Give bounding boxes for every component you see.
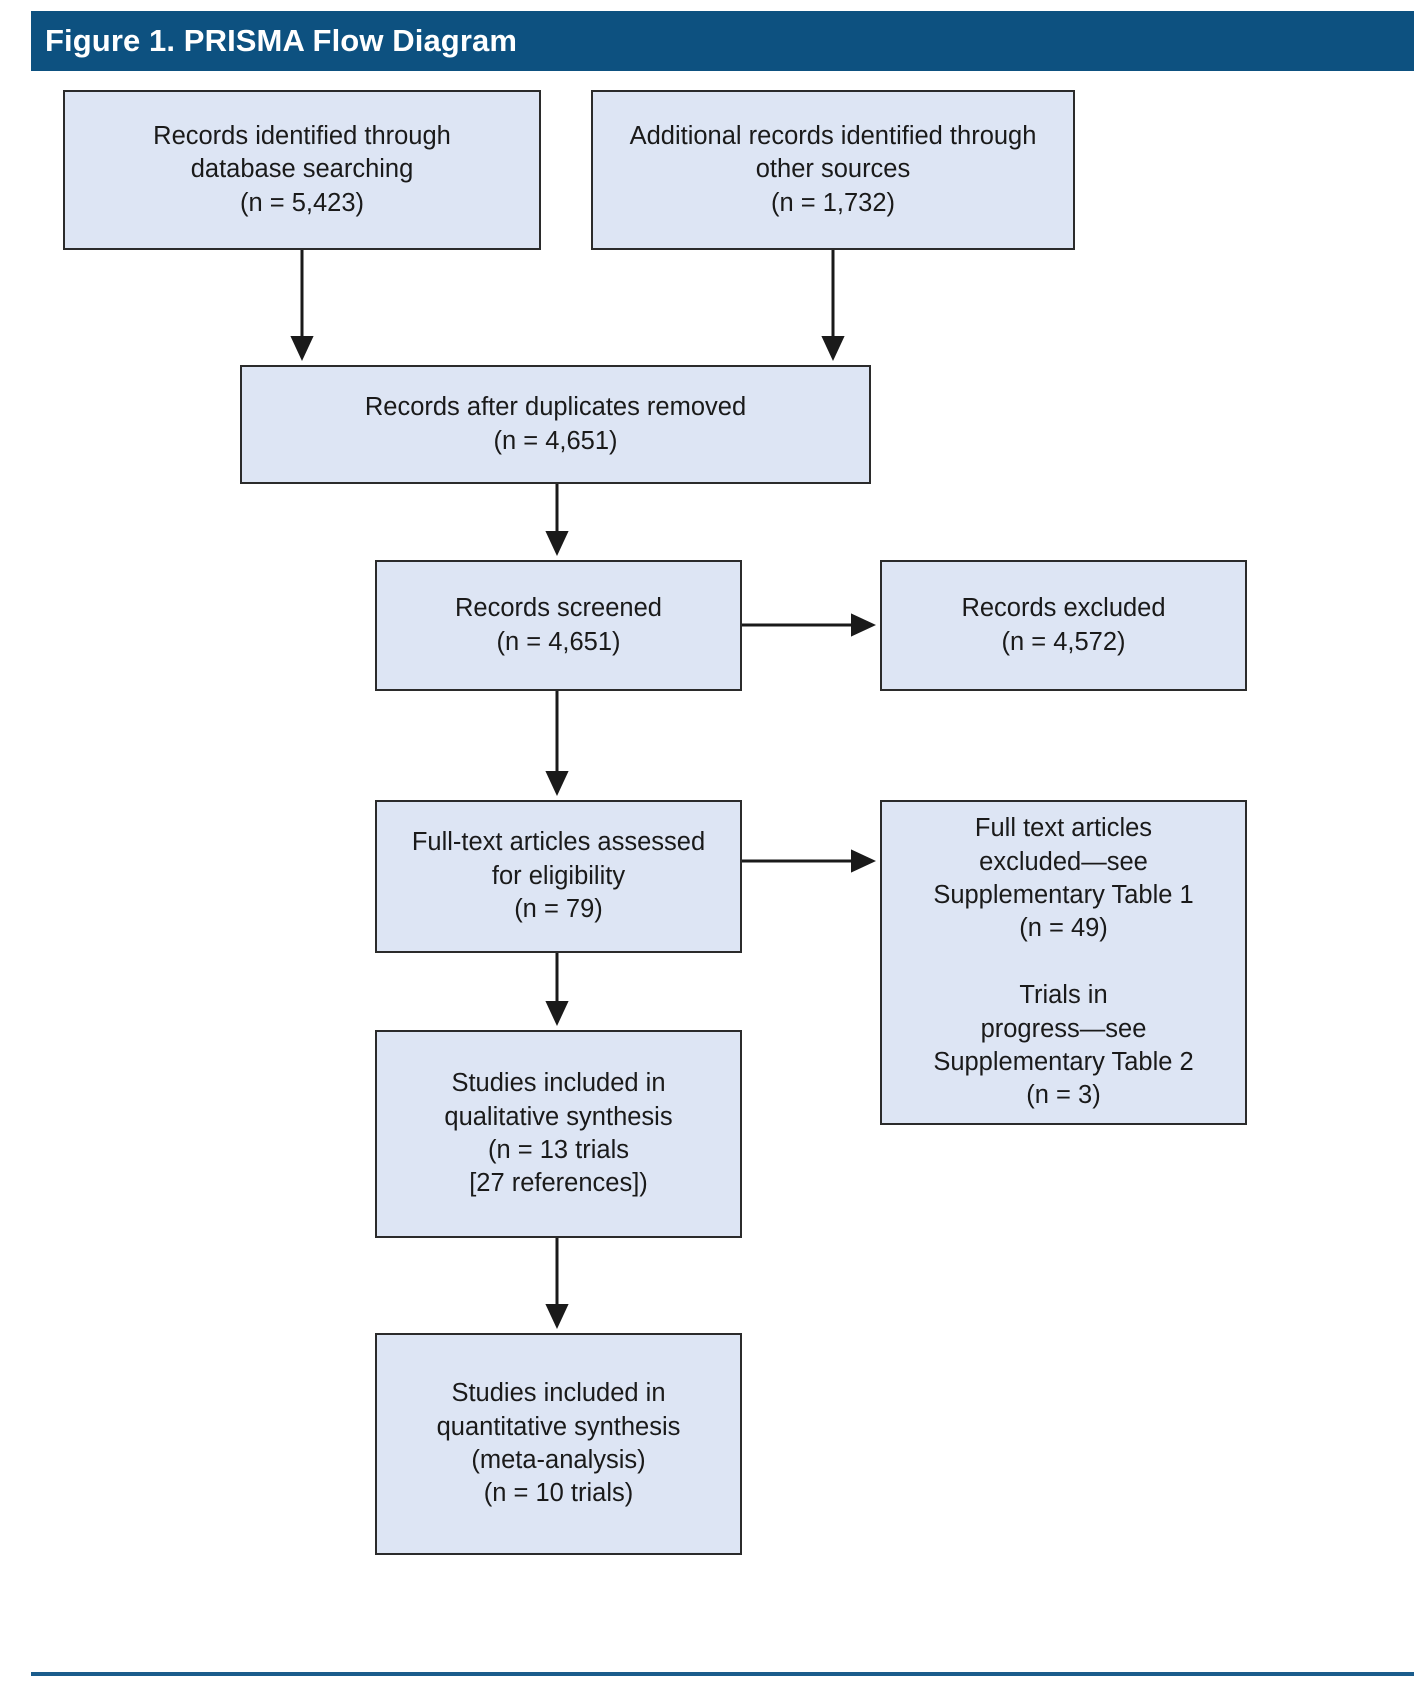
node-label: Studies included in quantitative synthes…	[436, 1379, 681, 1508]
node-records-identified-other-sources: Additional records identified through ot…	[591, 90, 1075, 250]
node-label: Additional records identified through ot…	[629, 121, 1037, 217]
node-records-identified-database: Records identified through database sear…	[63, 90, 541, 250]
node-fulltext-assessed-for-eligibility: Full-text articles assessed for eligibil…	[375, 800, 742, 953]
node-records-screened: Records screened (n = 4,651)	[375, 560, 742, 691]
node-label: Studies included in qualitative synthesi…	[444, 1069, 673, 1198]
bottom-divider	[31, 1672, 1414, 1676]
node-records-after-duplicates-removed: Records after duplicates removed (n = 4,…	[240, 365, 871, 484]
node-label: Full text articles excluded—see Suppleme…	[933, 814, 1194, 1110]
node-label: Records screened (n = 4,651)	[455, 594, 662, 656]
page-title: Figure 1. PRISMA Flow Diagram	[45, 23, 517, 58]
node-records-excluded: Records excluded (n = 4,572)	[880, 560, 1247, 691]
node-fulltext-articles-excluded: Full text articles excluded—see Suppleme…	[880, 800, 1247, 1125]
node-label: Full-text articles assessed for eligibil…	[411, 828, 706, 924]
node-studies-quantitative-synthesis: Studies included in quantitative synthes…	[375, 1333, 742, 1555]
node-label: Records excluded (n = 4,572)	[961, 594, 1166, 656]
node-studies-qualitative-synthesis: Studies included in qualitative synthesi…	[375, 1030, 742, 1238]
figure-header-bar: Figure 1. PRISMA Flow Diagram	[31, 11, 1414, 71]
node-label: Records identified through database sear…	[153, 121, 451, 217]
node-label: Records after duplicates removed (n = 4,…	[364, 393, 747, 455]
